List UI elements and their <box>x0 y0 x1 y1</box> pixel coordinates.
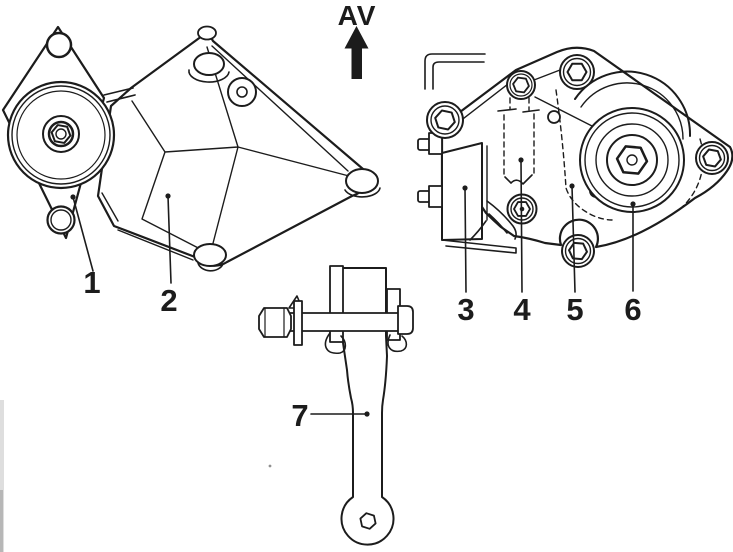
callout-1-leader <box>72 196 94 272</box>
tip-bolt <box>197 25 217 41</box>
flange-hole-top <box>45 31 73 59</box>
center-hex-nut <box>615 145 649 175</box>
direction-indicator: AV <box>338 0 377 79</box>
scan-artifacts <box>0 400 272 552</box>
mount-bracket-part2 <box>96 25 381 272</box>
gearbox-mount-right-assembly <box>417 46 733 268</box>
callout-2-label: 2 <box>160 283 177 318</box>
callout-5-label: 5 <box>566 292 583 327</box>
arm-links <box>103 87 136 103</box>
callout-4-label: 4 <box>513 292 531 327</box>
up-arrow-icon <box>344 26 369 79</box>
through-bolt-shaft <box>287 312 400 332</box>
callout-7: 7 <box>291 398 370 433</box>
callout-4-leader <box>520 159 523 293</box>
circular-mount-part6 <box>579 107 685 213</box>
callout-2: 2 <box>160 193 178 318</box>
mounting-stud-lower <box>417 185 443 208</box>
direction-label: AV <box>338 0 377 31</box>
bracket-base <box>441 239 517 254</box>
hex-bolt-top-middle <box>506 70 536 100</box>
engine-mount-part1 <box>1 25 136 240</box>
callout-6-label: 6 <box>624 292 641 327</box>
callout-3-leader <box>464 187 467 293</box>
bolt-head <box>258 307 292 338</box>
hex-bolt-bottom <box>561 234 595 268</box>
engine-mount-left-assembly <box>1 25 381 272</box>
back-plate-tab <box>424 53 486 90</box>
callouts: 1 2 3 4 5 6 7 <box>70 157 642 433</box>
callout-1-label: 1 <box>83 265 100 300</box>
right-bolt-boss <box>345 168 379 194</box>
callout-6: 6 <box>624 201 642 327</box>
callout-5-leader <box>571 185 576 293</box>
callout-4: 4 <box>513 157 531 327</box>
torque-rod-part7 <box>258 265 414 546</box>
callout-2-leader <box>167 195 172 284</box>
bolt-nut <box>397 305 414 335</box>
small-hole-upper <box>547 110 561 124</box>
callout-7-label: 7 <box>291 398 308 433</box>
spring-clip-left <box>324 332 347 355</box>
bracket-ribs <box>131 46 350 254</box>
rod-eye-hex-hole <box>359 512 377 530</box>
hub-hex-nut <box>50 124 72 144</box>
callout-3: 3 <box>457 185 475 327</box>
bottom-bolt-boss <box>193 243 227 267</box>
top-bolt-boss <box>193 52 225 76</box>
small-boss <box>227 77 257 107</box>
callout-5: 5 <box>566 183 584 327</box>
bracket-chamfers <box>101 45 349 261</box>
bracket-body <box>441 142 483 241</box>
washer <box>293 300 303 346</box>
hex-bolt-top-right <box>559 54 595 90</box>
callout-1: 1 <box>70 194 101 300</box>
callout-3-label: 3 <box>457 292 474 327</box>
spring-clip-right <box>387 334 408 353</box>
support-bracket-part3 <box>417 132 517 254</box>
rod-body <box>340 267 395 546</box>
bracket-gussets <box>469 200 517 241</box>
hidden-stud-part4 <box>497 97 540 185</box>
hex-bolt-right <box>695 141 729 175</box>
hex-bolt-top-left <box>426 101 464 139</box>
